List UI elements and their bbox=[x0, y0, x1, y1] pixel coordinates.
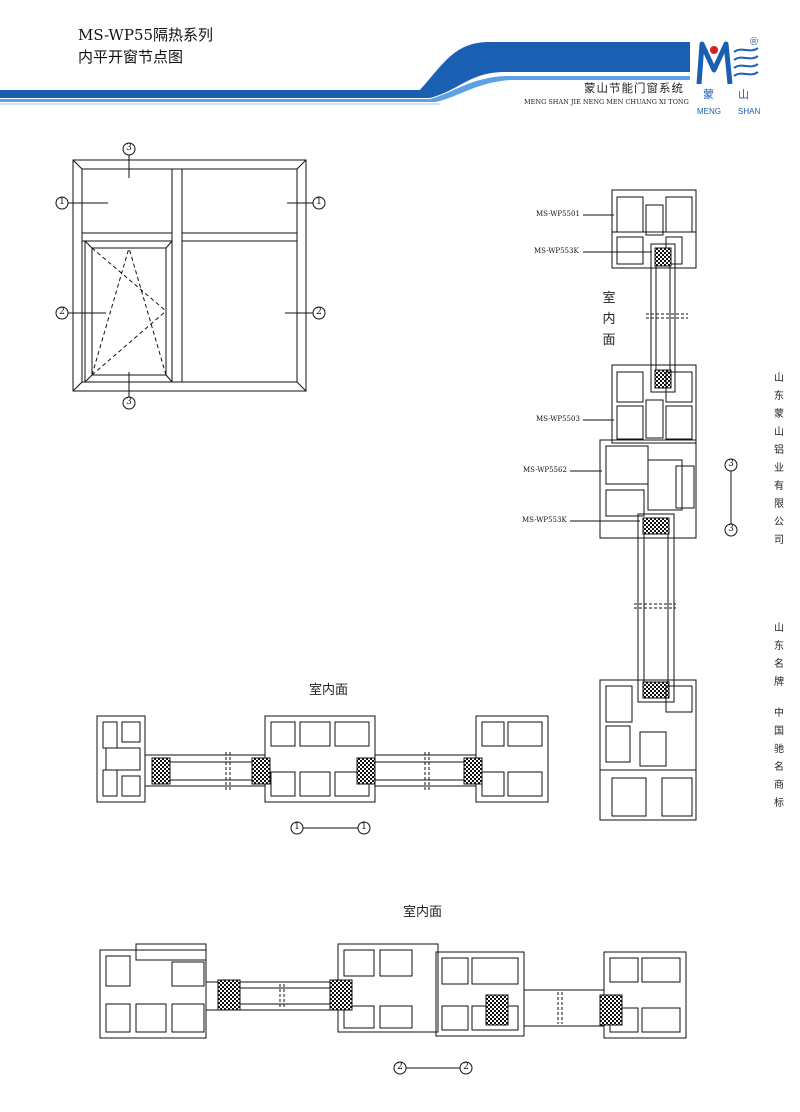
section2-marker-left: 2 bbox=[397, 1062, 403, 1072]
section3-markers bbox=[724, 458, 738, 537]
marker-3-top: 3 bbox=[126, 143, 132, 153]
marker-1-left: 1 bbox=[59, 197, 65, 207]
company-name-cn: 蒙山节能门窗系统 bbox=[584, 81, 684, 95]
marker-1-right: 1 bbox=[316, 197, 322, 207]
profile-label-wp5501: MS-WP5501 bbox=[536, 210, 580, 218]
section1-marker-left: 1 bbox=[294, 822, 300, 832]
marker-3-section-bottom: 3 bbox=[728, 524, 734, 534]
logo-word-meng: MENG bbox=[697, 107, 721, 116]
logo-char-shan: 山 bbox=[738, 88, 749, 101]
section2-marker-right: 2 bbox=[463, 1062, 469, 1072]
header-swoosh bbox=[0, 42, 690, 105]
marker-3-section-top: 3 bbox=[728, 459, 734, 469]
section2-markers bbox=[393, 1061, 473, 1075]
indoor-label-section1: 室内面 bbox=[309, 683, 349, 698]
logo-char-meng: 蒙 bbox=[703, 88, 714, 101]
marker-2-left: 2 bbox=[59, 307, 65, 317]
registered-mark: ® bbox=[750, 36, 759, 48]
elevation-markers bbox=[55, 142, 326, 410]
section1-markers bbox=[290, 821, 371, 835]
company-name-en: MENG SHAN JIE NENG MEN CHUANG XI TONG bbox=[524, 98, 689, 106]
side-company: 山东蒙山铝业有限公司 bbox=[774, 373, 784, 546]
vertical-section bbox=[570, 189, 732, 821]
side-brand: 山东名牌 bbox=[774, 623, 784, 688]
mengshan-logo-icon bbox=[696, 41, 759, 85]
drawing-subtitle: 内平开窗节点图 bbox=[78, 48, 184, 66]
indoor-label-section2: 室内面 bbox=[403, 905, 443, 920]
profile-label-wp553k-bottom: MS-WP553K bbox=[522, 516, 567, 524]
profile-label-wp5562: MS-WP5562 bbox=[523, 466, 567, 474]
section2-gaskets bbox=[217, 979, 623, 1026]
drawing-title: MS-WP55隔热系列 bbox=[78, 26, 214, 44]
side-trademark: 中国驰名商标 bbox=[774, 708, 784, 809]
indoor-label-vertical: 室内面 bbox=[602, 291, 616, 348]
section1-gaskets bbox=[151, 757, 483, 785]
profile-label-wp5503: MS-WP5503 bbox=[536, 415, 580, 423]
marker-2-right: 2 bbox=[316, 307, 322, 317]
window-elevation bbox=[68, 154, 313, 397]
section1-marker-right: 1 bbox=[361, 822, 367, 832]
profile-label-wp553k-top: MS-WP553K bbox=[534, 247, 579, 255]
marker-3-bottom: 3 bbox=[126, 397, 132, 407]
horizontal-section-2 bbox=[99, 943, 687, 1069]
logo-word-shan: SHAN bbox=[738, 107, 761, 116]
